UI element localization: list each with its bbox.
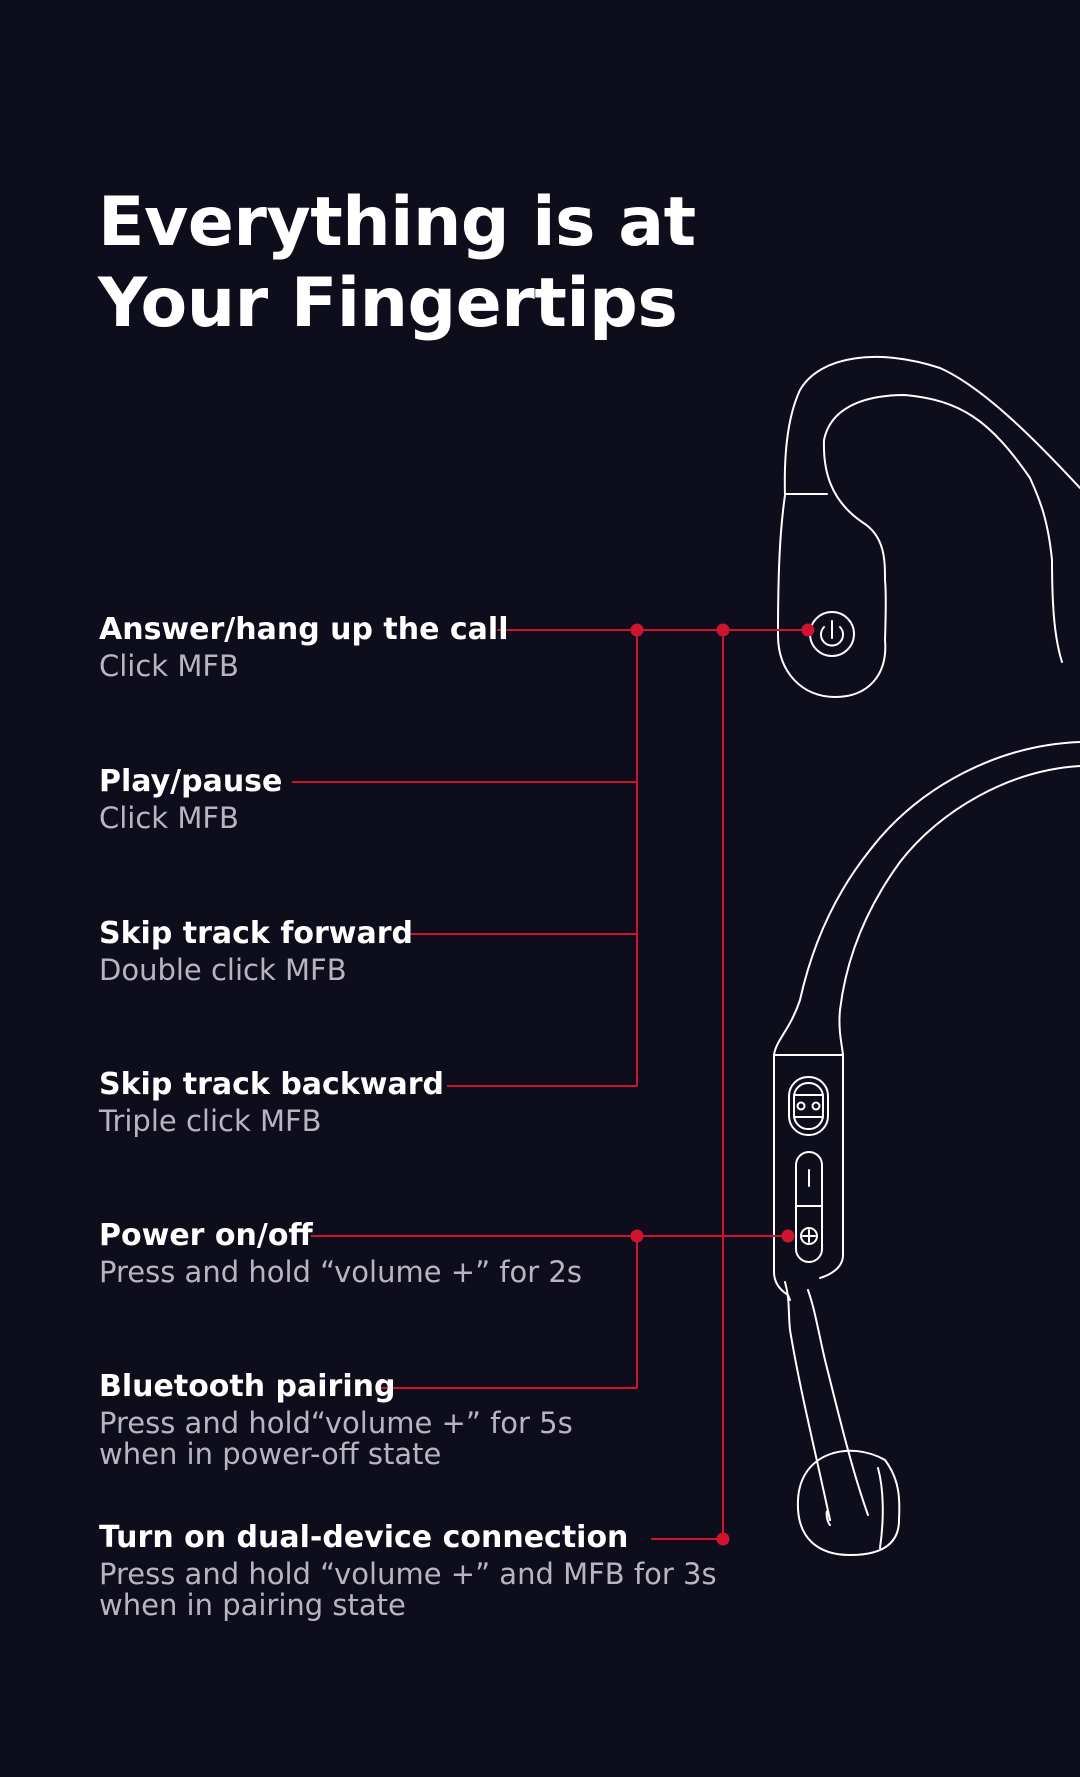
feature-title: Play/pause xyxy=(99,764,283,799)
feature-description: Double click MFB xyxy=(99,953,347,987)
headphone-outline xyxy=(773,355,1080,1556)
feature-skip-forward: Skip track forward Double click MFB xyxy=(99,915,413,986)
feature-answer-call: Answer/hang up the call Click MFB xyxy=(99,611,508,682)
feature-description: Click MFB xyxy=(99,649,239,683)
volume-plus-icon xyxy=(800,1227,818,1245)
callout-dot xyxy=(781,1229,795,1243)
feature-play-pause: Play/pause Click MFB xyxy=(99,763,282,834)
feature-description: Triple click MFB xyxy=(99,1104,322,1138)
callout-lines xyxy=(292,629,808,1540)
callout-dot xyxy=(716,1532,730,1546)
feature-title: Answer/hang up the call xyxy=(99,612,509,647)
page-title-line-2: Your Fingertips xyxy=(98,264,678,343)
charging-port-icon xyxy=(788,1076,829,1136)
callout-dot xyxy=(630,1229,644,1243)
feature-description: Press and hold“volume +” for 5s xyxy=(99,1406,573,1440)
feature-dual-device: Turn on dual-device connection Press and… xyxy=(99,1519,717,1621)
callout-dot xyxy=(716,623,730,637)
callout-dots xyxy=(630,623,815,1546)
feature-description: Press and hold “volume +” for 2s xyxy=(99,1255,582,1289)
page-title: Everything is at Your Fingertips xyxy=(98,182,696,344)
feature-title: Bluetooth pairing xyxy=(99,1369,396,1404)
page-title-line-1: Everything is at xyxy=(98,183,696,262)
feature-bluetooth-pairing: Bluetooth pairing Press and hold“volume … xyxy=(99,1368,573,1470)
feature-description: Click MFB xyxy=(99,801,239,835)
feature-description-line-2: when in power-off state xyxy=(99,1437,442,1471)
feature-description: Press and hold “volume +” and MFB for 3s xyxy=(99,1557,717,1591)
feature-skip-backward: Skip track backward Triple click MFB xyxy=(99,1066,444,1137)
mfb-button-icon xyxy=(820,620,844,647)
feature-title: Skip track backward xyxy=(99,1067,444,1102)
feature-power: Power on/off Press and hold “volume +” f… xyxy=(99,1217,582,1288)
feature-title: Power on/off xyxy=(99,1218,313,1253)
callout-dot xyxy=(630,623,644,637)
feature-description-line-2: when in pairing state xyxy=(99,1588,406,1622)
feature-title: Turn on dual-device connection xyxy=(99,1520,629,1555)
callout-dot xyxy=(801,623,815,637)
feature-title: Skip track forward xyxy=(99,916,414,951)
